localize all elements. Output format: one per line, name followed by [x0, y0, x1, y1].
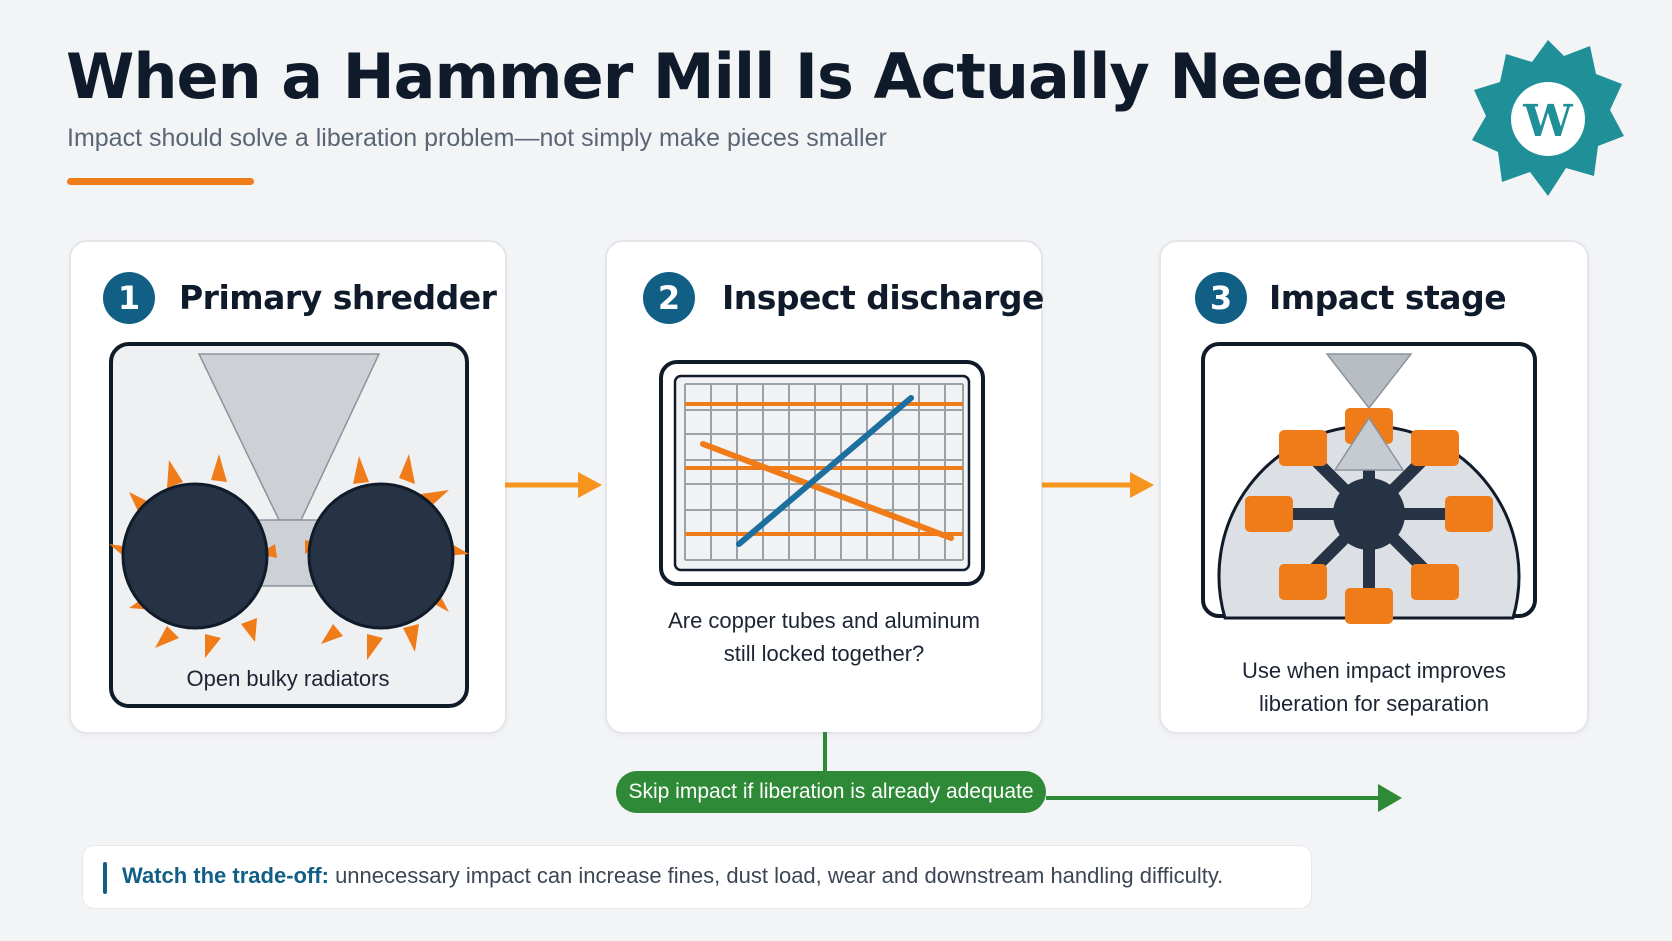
step-title: Inspect discharge — [722, 278, 1044, 317]
hammer-mill-rotor-icon — [1201, 342, 1537, 624]
step-caption: Are copper tubes and aluminum still lock… — [627, 604, 1021, 670]
caption-line: Use when impact improves — [1241, 658, 1507, 683]
step-number-badge: 3 — [1195, 272, 1247, 324]
step-card-primary-shredder: 1 Primary shredder — [69, 240, 507, 734]
note-text: Watch the trade-off: unnecessary impact … — [122, 863, 1223, 889]
radiator-grid-icon — [659, 360, 985, 586]
title-underline — [67, 178, 254, 185]
note-accent-bar — [103, 862, 107, 894]
arrow-right-icon — [505, 472, 602, 498]
page-title: When a Hammer Mill Is Actually Needed — [66, 40, 1431, 113]
step-number-badge: 2 — [643, 272, 695, 324]
svg-text:W: W — [1522, 96, 1573, 147]
step-number-badge: 1 — [103, 272, 155, 324]
step-caption: Open bulky radiators — [186, 666, 390, 691]
gear-logo-icon: W — [1472, 40, 1624, 196]
twin-shaft-shredder-icon — [109, 342, 469, 708]
note-body: unnecessary impact can increase fines, d… — [328, 863, 1224, 888]
step-title: Primary shredder — [179, 278, 497, 317]
caption-line: still locked together? — [723, 641, 925, 666]
step-caption: Use when impact improves liberation for … — [1181, 654, 1567, 720]
step-card-inspect-discharge: 2 Inspect discharge — [605, 240, 1044, 734]
caption-line: Are copper tubes and aluminum — [668, 608, 980, 633]
caption-line: liberation for separation — [1259, 691, 1489, 716]
step-card-impact-stage: 3 Impact stage — [1159, 240, 1589, 734]
step-title: Impact stage — [1269, 278, 1507, 317]
note-lead: Watch the trade-off: — [122, 863, 329, 888]
bypass-label: Skip impact if liberation is already ade… — [616, 771, 1046, 813]
page-subtitle: Impact should solve a liberation problem… — [67, 124, 887, 152]
trade-off-note: Watch the trade-off: unnecessary impact … — [82, 845, 1312, 909]
arrow-right-icon — [1042, 472, 1154, 498]
